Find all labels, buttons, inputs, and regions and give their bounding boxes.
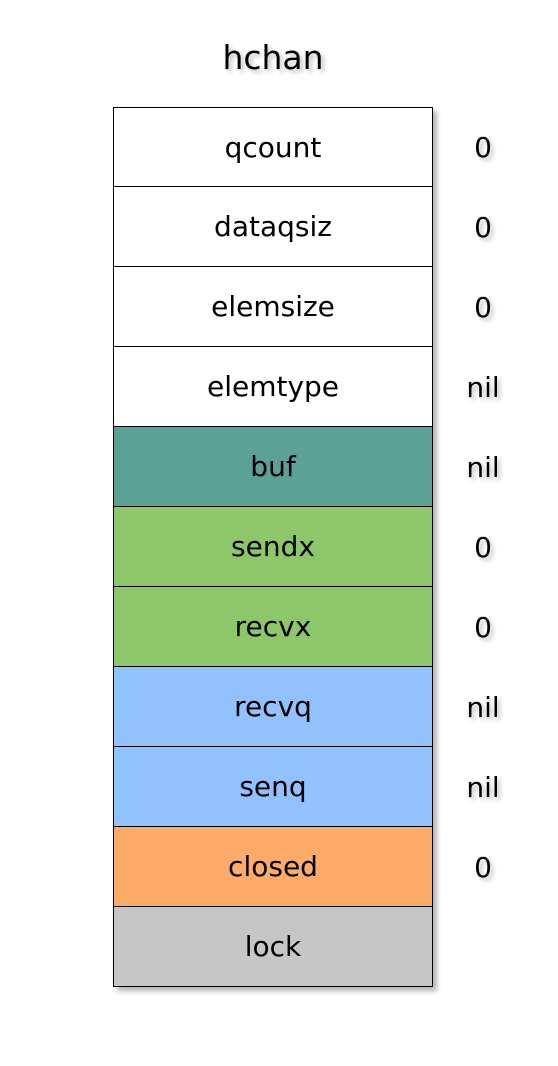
value-senq: nil [466, 770, 500, 804]
field-values: 0 0 0 nil nil 0 0 nil nil 0 [440, 107, 526, 987]
diagram-title: hchan [222, 38, 324, 77]
field-elemsize: elemsize [113, 267, 433, 347]
value-recvq: nil [466, 690, 500, 724]
value-buf: nil [466, 450, 500, 484]
value-lock [440, 907, 526, 987]
field-recvx: recvx [113, 587, 433, 667]
field-buf: buf [113, 427, 433, 507]
hchan-struct: qcount dataqsiz elemsize elemtype buf se… [113, 107, 433, 987]
value-qcount: 0 [474, 130, 492, 164]
field-dataqsiz: dataqsiz [113, 187, 433, 267]
value-closed: 0 [474, 850, 492, 884]
field-lock: lock [113, 907, 433, 987]
value-elemtype: nil [466, 370, 500, 404]
value-recvx: 0 [474, 610, 492, 644]
field-senq: senq [113, 747, 433, 827]
value-elemsize: 0 [474, 290, 492, 324]
field-qcount: qcount [113, 107, 433, 187]
value-dataqsiz: 0 [474, 210, 492, 244]
field-recvq: recvq [113, 667, 433, 747]
field-elemtype: elemtype [113, 347, 433, 427]
value-sendx: 0 [474, 530, 492, 564]
field-closed: closed [113, 827, 433, 907]
field-sendx: sendx [113, 507, 433, 587]
